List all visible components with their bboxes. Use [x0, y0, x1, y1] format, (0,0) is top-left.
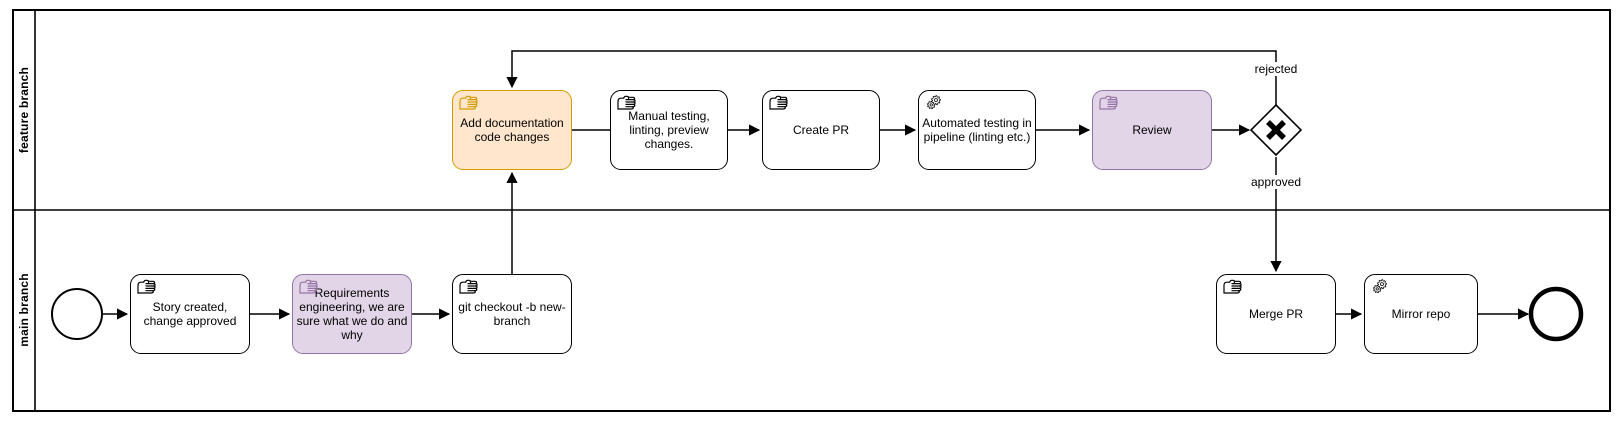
manual-task-hand-icon: [458, 279, 478, 295]
task-create-pr[interactable]: Create PR: [762, 90, 880, 170]
flow-label-approved: approved: [1247, 175, 1305, 189]
task-manual-testing[interactable]: Manual testing, linting, preview changes…: [610, 90, 728, 170]
task-git-checkout[interactable]: git checkout -b new-branch: [452, 274, 572, 354]
task-label: Mirror repo: [1391, 307, 1451, 321]
task-label: Review: [1132, 123, 1172, 137]
manual-task-hand-icon: [136, 279, 156, 295]
end-event[interactable]: [1528, 286, 1584, 342]
manual-task-hand-icon: [768, 95, 788, 111]
lane-label-feature-branch: feature branch: [17, 66, 31, 154]
task-requirements-engineering[interactable]: Requirements engineering, we are sure wh…: [292, 274, 412, 354]
start-event[interactable]: [51, 288, 103, 340]
task-label: Create PR: [792, 123, 850, 137]
manual-task-hand-icon: [458, 95, 478, 111]
flow-rejected-loop: [506, 50, 1277, 105]
lane-label-main-branch: main branch: [17, 273, 31, 347]
manual-task-hand-icon: [616, 95, 636, 111]
gateway-x-icon: [1266, 120, 1286, 140]
task-label: Manual testing, linting, preview changes…: [628, 109, 710, 151]
flow-label-rejected: rejected: [1251, 62, 1301, 76]
task-label: Story created, change approved: [143, 300, 237, 328]
task-label: Add documentation code changes: [460, 116, 564, 144]
task-label: Requirements engineering, we are sure wh…: [296, 286, 408, 342]
task-label: Merge PR: [1248, 307, 1304, 321]
service-task-gear-icon: [924, 95, 944, 111]
exclusive-gateway[interactable]: [1249, 103, 1303, 157]
manual-task-hand-icon: [1098, 95, 1118, 111]
task-add-documentation[interactable]: Add documentation code changes: [452, 90, 572, 170]
service-task-gear-icon: [1370, 279, 1390, 295]
manual-task-hand-icon: [298, 279, 318, 295]
task-label: git checkout -b new-branch: [458, 300, 566, 328]
task-story-created[interactable]: Story created, change approved: [130, 274, 250, 354]
task-mirror-repo[interactable]: Mirror repo: [1364, 274, 1478, 354]
task-automated-testing[interactable]: Automated testing in pipeline (linting e…: [918, 90, 1036, 170]
task-merge-pr[interactable]: Merge PR: [1216, 274, 1336, 354]
task-review[interactable]: Review: [1092, 90, 1212, 170]
pool: [12, 9, 1611, 412]
manual-task-hand-icon: [1222, 279, 1242, 295]
task-label: Automated testing in pipeline (linting e…: [922, 116, 1032, 144]
